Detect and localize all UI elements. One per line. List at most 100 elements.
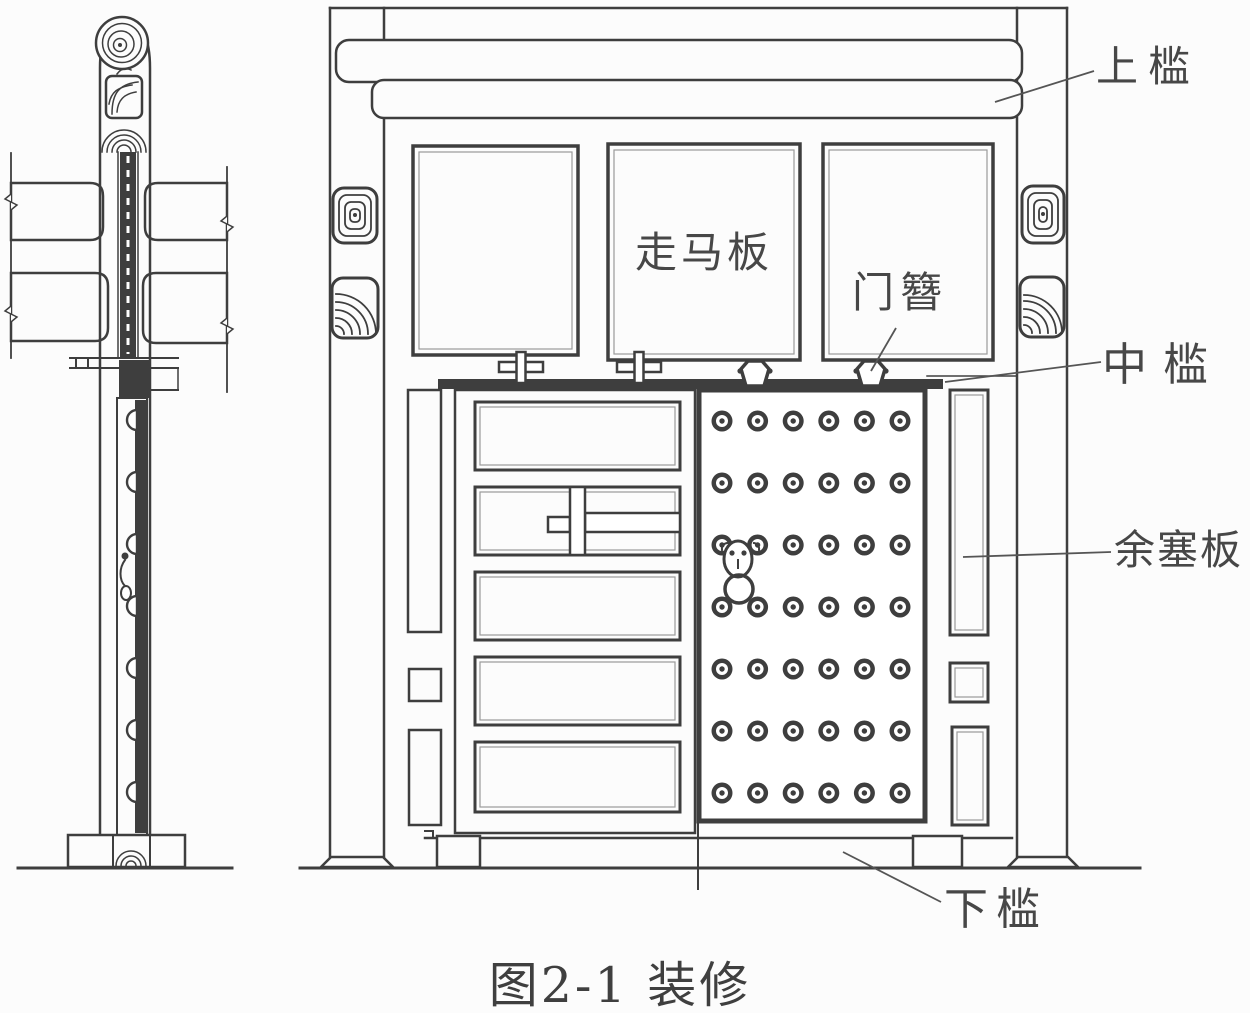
door-nail	[754, 728, 761, 734]
architrave-band	[334, 38, 1024, 84]
side-section-view	[3, 15, 235, 870]
door-nail	[719, 666, 725, 672]
door-nail	[826, 418, 832, 424]
side-door-slab	[116, 397, 148, 836]
left-column	[317, 6, 397, 869]
side-nail-bumps	[125, 408, 139, 804]
leader-bottom-sill	[842, 851, 942, 903]
label-door-stud: 门簪	[852, 268, 949, 317]
side-nail-bump	[125, 718, 139, 742]
grain-rings	[101, 129, 147, 153]
door-nail	[897, 790, 903, 796]
door-nail	[897, 480, 903, 486]
door-nail	[790, 666, 796, 672]
peg-cross-1	[497, 350, 545, 385]
door-nail	[790, 728, 796, 734]
leader-door-stud	[870, 327, 897, 372]
door-nail-grid	[711, 410, 911, 804]
door-panel-4	[473, 655, 682, 727]
door-nail	[719, 790, 725, 796]
pivot-block-left	[435, 834, 482, 869]
side-knocker-profile	[119, 552, 132, 601]
door-nail	[754, 604, 761, 610]
side-nail-bump	[125, 656, 139, 680]
label-top-lintel: 上槛	[1096, 42, 1201, 91]
figure-caption: 图2-1 装修	[488, 957, 752, 1013]
door-nail	[897, 418, 903, 424]
door-knocker	[720, 539, 761, 605]
door-nail	[790, 480, 796, 486]
door-nail	[754, 480, 761, 486]
door-nail	[826, 728, 832, 734]
door-panel-5	[473, 740, 682, 814]
door-nail	[861, 418, 868, 424]
column-base-left	[317, 855, 397, 869]
leader-middle-lintel	[944, 361, 1102, 383]
right-yusai-panels	[948, 388, 990, 827]
column-grain-block-right-top	[1020, 184, 1066, 245]
left-door-leaf	[453, 388, 697, 835]
door-nail	[754, 666, 761, 672]
leader-yusai-board	[962, 551, 1112, 558]
zouma-panel-2	[606, 142, 802, 362]
leader-top-lintel	[994, 70, 1095, 103]
label-zouma-board: 走马板	[634, 228, 773, 277]
door-nail	[897, 542, 903, 548]
side-nail-bump	[125, 408, 139, 432]
break-mark	[3, 304, 19, 324]
door-nail	[719, 418, 725, 424]
door-nail	[790, 542, 796, 548]
door-panel-1	[473, 400, 682, 472]
column-grain-block-left-top	[331, 186, 379, 245]
door-nail	[754, 418, 761, 424]
right-door-leaf	[696, 387, 928, 824]
door-nail	[826, 604, 832, 610]
post-channel	[117, 151, 139, 359]
door-nail	[861, 666, 868, 672]
wood-grain-block	[104, 67, 144, 120]
door-nail	[719, 728, 725, 734]
column-grain-block-left-bottom	[330, 276, 380, 340]
label-bottom-sill: 下槛	[944, 884, 1048, 935]
door-nail	[826, 480, 832, 486]
pivot-block-right	[911, 834, 964, 869]
label-middle-lintel: 中槛	[1102, 338, 1225, 391]
post-head-drum	[94, 15, 150, 71]
right-column	[1004, 6, 1082, 869]
door-panel-3	[473, 570, 682, 642]
side-beams	[3, 152, 235, 393]
break-mark	[3, 192, 19, 212]
door-nail	[861, 728, 868, 734]
side-nail-bump	[125, 470, 139, 494]
door-nail	[754, 790, 761, 796]
elevation-view	[298, 6, 1142, 890]
door-nail	[826, 542, 832, 548]
door-stud-hex-2	[853, 359, 889, 389]
side-mid-lintel-section	[69, 357, 179, 398]
door-nail	[897, 604, 903, 610]
door-nail	[897, 666, 903, 672]
door-nail	[897, 728, 903, 734]
peg-cross-2	[615, 350, 663, 385]
door-nail	[790, 790, 796, 796]
column-grain-block-right-bottom	[1018, 275, 1066, 339]
side-base	[16, 833, 234, 870]
side-nail-bump	[125, 594, 139, 618]
zouma-panel-1	[411, 144, 580, 357]
side-nail-bump	[125, 780, 139, 804]
door-nail	[790, 418, 796, 424]
leader-lines	[842, 70, 1112, 903]
door-nail	[861, 480, 868, 486]
door-nail	[790, 604, 796, 610]
middle-lintel-bar	[438, 375, 1018, 389]
side-nail-bump	[125, 532, 139, 556]
door-nail	[719, 604, 725, 610]
door-stud-hex-1	[737, 359, 773, 389]
door-nail	[861, 542, 868, 548]
break-mark	[219, 316, 235, 336]
door-nail	[826, 790, 832, 796]
door-nail	[861, 604, 868, 610]
door-nail	[861, 790, 868, 796]
bottom-sill	[423, 820, 1014, 890]
